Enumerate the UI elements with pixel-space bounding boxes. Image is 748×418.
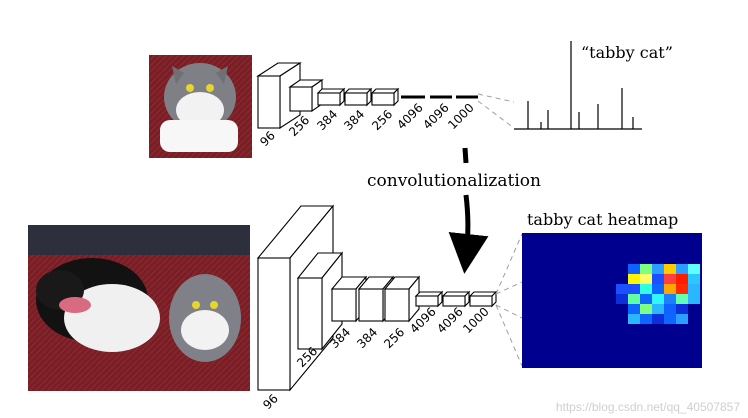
top-layer-256 bbox=[288, 78, 324, 113]
top-label-96: 96 bbox=[257, 128, 278, 149]
bottom-layer-4096b bbox=[441, 290, 471, 308]
heatmap-cells bbox=[616, 264, 700, 324]
bottom-layer-4096a bbox=[414, 290, 444, 308]
top-label-384a: 384 bbox=[314, 107, 340, 133]
top-connector-lines bbox=[477, 93, 515, 129]
bottom-network-diagram bbox=[256, 204, 498, 392]
top-cat-photo bbox=[149, 55, 252, 158]
bottom-dog-cat-photo bbox=[28, 225, 250, 391]
bottom-layer-256b bbox=[383, 275, 421, 323]
bottom-label-96: 96 bbox=[260, 391, 281, 412]
top-network-diagram bbox=[256, 61, 478, 130]
bottom-layer-1000 bbox=[468, 290, 498, 308]
heatmap bbox=[522, 233, 702, 368]
heatmap-title: tabby cat heatmap bbox=[527, 210, 678, 229]
top-label-4096a: 4096 bbox=[394, 101, 425, 132]
watermark-text: https://blog.csdn.net/qq_40507857 bbox=[555, 400, 740, 414]
top-layer-384b bbox=[343, 87, 373, 107]
bottom-connector-lines bbox=[495, 233, 523, 367]
top-label-256b: 256 bbox=[369, 107, 395, 133]
top-layer-384a bbox=[316, 87, 346, 107]
convolutionalization-label: convolutionalization bbox=[367, 171, 541, 191]
top-class-label: “tabby cat” bbox=[581, 43, 673, 62]
top-layer-256b bbox=[370, 87, 400, 107]
bottom-label-256b: 256 bbox=[381, 325, 407, 351]
bottom-label-384b: 384 bbox=[354, 325, 380, 351]
bottom-label-4096b: 4096 bbox=[434, 305, 465, 336]
convolutionalization-arrow bbox=[448, 147, 489, 274]
top-label-384b: 384 bbox=[341, 107, 367, 133]
top-class-histogram bbox=[514, 41, 642, 130]
top-label-4096b: 4096 bbox=[420, 101, 451, 132]
top-label-1000: 1000 bbox=[445, 101, 476, 132]
bottom-label-1000: 1000 bbox=[460, 305, 491, 336]
